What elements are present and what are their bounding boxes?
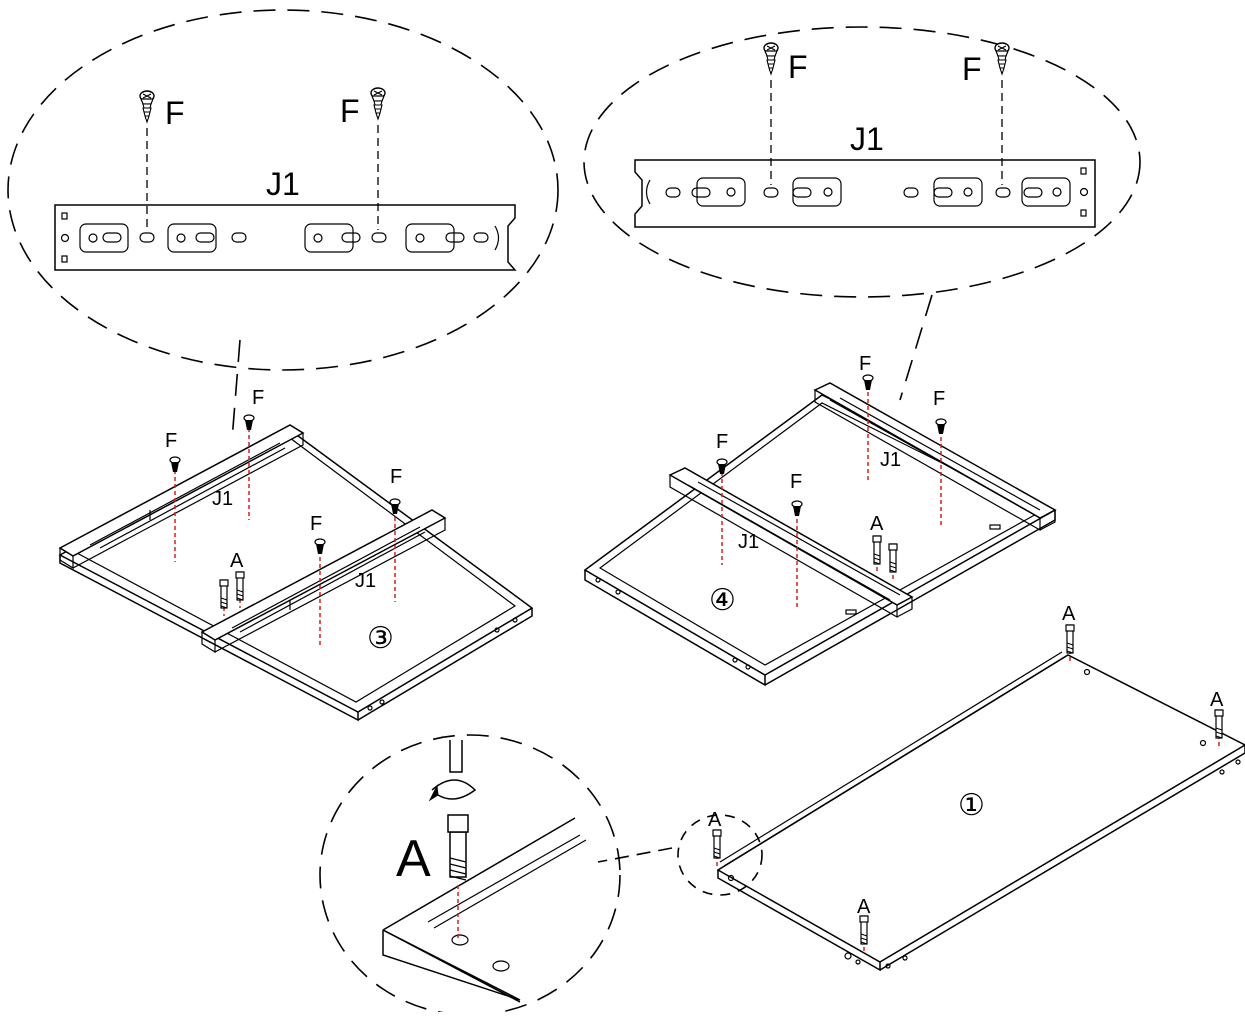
screw-label: F bbox=[390, 466, 402, 488]
panel-step-1: A A A A ① bbox=[597, 603, 1245, 972]
screw-label: F bbox=[340, 93, 360, 129]
rotate-arrow-icon bbox=[431, 779, 477, 800]
detail-circle-bottom bbox=[319, 734, 621, 1016]
rail-plate-right bbox=[634, 159, 1096, 228]
screw-label: F bbox=[252, 387, 264, 409]
dowel-icon bbox=[888, 543, 898, 573]
dowel-label: A bbox=[1210, 689, 1224, 711]
dowel-icon bbox=[712, 829, 722, 859]
screw-icon bbox=[243, 414, 255, 431]
panel-step-3: F F F F A J1 J1 ③ bbox=[58, 387, 534, 722]
dowel-icon bbox=[859, 915, 869, 945]
detail-callout-bottom: A bbox=[319, 734, 621, 1016]
screw-icon bbox=[862, 374, 874, 391]
zoom-marker bbox=[677, 814, 763, 896]
step-4-number: ④ bbox=[709, 584, 736, 617]
detail-callout-right: F F J1 bbox=[583, 26, 1141, 401]
screw-icon bbox=[389, 498, 401, 515]
panel-step-4: F F F F A J1 J1 ④ bbox=[583, 353, 1057, 687]
detail-circle-right bbox=[583, 26, 1141, 298]
detail-callout-left: F F J1 bbox=[7, 9, 559, 441]
screw-icon bbox=[791, 500, 803, 517]
rail-label: J1 bbox=[355, 570, 376, 592]
screw-icon bbox=[935, 418, 947, 435]
screw-label: F bbox=[859, 353, 871, 375]
rail-label: J1 bbox=[738, 531, 759, 553]
rail-label: J1 bbox=[850, 121, 884, 157]
screw-label: F bbox=[165, 95, 185, 131]
dowel-label: A bbox=[1062, 603, 1076, 625]
dowel-icon bbox=[872, 535, 882, 565]
screw-label: F bbox=[788, 49, 808, 85]
dowel-label: A bbox=[708, 809, 722, 831]
dowel-label: A bbox=[230, 550, 244, 572]
rail-label: J1 bbox=[266, 166, 300, 202]
screw-icon bbox=[139, 90, 155, 123]
dowel-icon bbox=[1214, 709, 1224, 739]
rail-label: J1 bbox=[880, 449, 901, 471]
screw-label: F bbox=[165, 430, 177, 452]
screwdriver-icon bbox=[449, 740, 463, 773]
dowel-icon bbox=[1065, 624, 1075, 654]
screw-label: F bbox=[790, 471, 802, 493]
zoom-leader bbox=[597, 847, 673, 863]
dowel-label: A bbox=[857, 896, 871, 918]
rail-plate-left bbox=[54, 204, 517, 271]
screw-label: F bbox=[933, 388, 945, 410]
screw-label: F bbox=[716, 431, 728, 453]
detail-circle-left bbox=[7, 9, 559, 371]
step-1-number: ① bbox=[958, 789, 985, 822]
detail-leader-left bbox=[231, 339, 241, 441]
screw-icon bbox=[370, 87, 386, 120]
detail-leader-right bbox=[899, 294, 933, 401]
dowel-icon bbox=[235, 571, 245, 601]
screw-icon bbox=[763, 42, 779, 75]
screw-icon bbox=[994, 42, 1010, 75]
step-3-number: ③ bbox=[367, 622, 394, 655]
dowel-icon bbox=[447, 814, 469, 881]
dowel-icon bbox=[219, 579, 229, 609]
panel-3-rail-back bbox=[58, 424, 305, 557]
screw-icon bbox=[169, 456, 181, 473]
screw-label: F bbox=[310, 513, 322, 535]
dowel-label-large: A bbox=[396, 830, 431, 888]
rail-label: J1 bbox=[212, 488, 233, 510]
screw-icon bbox=[314, 538, 326, 555]
panel-4-board bbox=[583, 394, 1057, 676]
dowel-label: A bbox=[870, 513, 884, 535]
screw-label: F bbox=[962, 51, 982, 87]
